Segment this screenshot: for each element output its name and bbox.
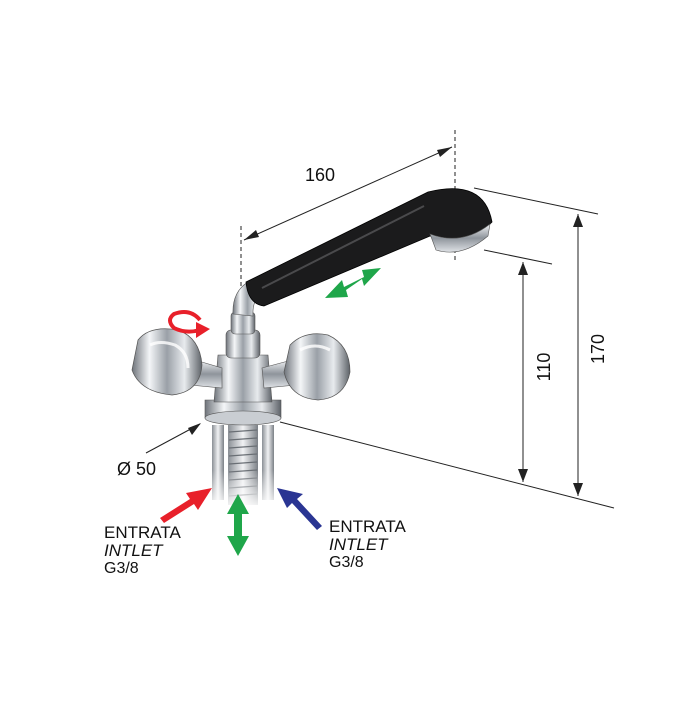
right-handle [261, 333, 351, 401]
extension-line-base [279, 421, 615, 509]
dimension-arrowheads [188, 147, 583, 496]
hot-inlet-arrow [160, 488, 212, 523]
left-handle [131, 328, 223, 396]
faucet [131, 188, 493, 510]
dimension-line-160 [243, 146, 453, 241]
extension-line-spout [483, 249, 553, 265]
arrowhead-diameter [188, 423, 201, 435]
inlet-label-left: ENTRATA INTLET G3/8 [104, 524, 181, 578]
cold-inlet-arrow [277, 488, 322, 530]
arrowhead-160-left [244, 230, 259, 240]
arrowhead-170-bottom [573, 483, 583, 496]
spout-hand-shower [245, 188, 493, 307]
faucet-base [204, 399, 282, 426]
dimension-label-160: 160 [305, 165, 336, 185]
inlet-left-line1: ENTRATA [104, 523, 181, 542]
dimension-label-170: 170 [588, 333, 608, 365]
arrowhead-110-top [518, 262, 528, 275]
spout-movement-arrow [325, 268, 381, 298]
supply-hose [205, 425, 285, 510]
arrowhead-110-bottom [518, 469, 528, 482]
rotation-arrow [168, 310, 210, 338]
inlet-left-line3: G3/8 [104, 560, 139, 577]
inlet-right-line1: ENTRATA [329, 517, 406, 536]
shower-head-rim [429, 223, 491, 253]
dimension-lines [145, 130, 615, 509]
dimension-label-110: 110 [534, 352, 554, 382]
diameter-label: Ø 50 [117, 459, 157, 479]
inlet-right-line3: G3/8 [329, 554, 364, 571]
inlet-left-line2: INTLET [104, 541, 163, 560]
extension-line-top [473, 187, 599, 215]
arrowhead-160-right [437, 147, 452, 157]
arrowhead-170-top [573, 214, 583, 227]
inlet-right-line2: INTLET [329, 535, 388, 554]
hose-movement-arrow [227, 494, 249, 556]
inlet-label-right: ENTRATA INTLET G3/8 [329, 518, 406, 572]
